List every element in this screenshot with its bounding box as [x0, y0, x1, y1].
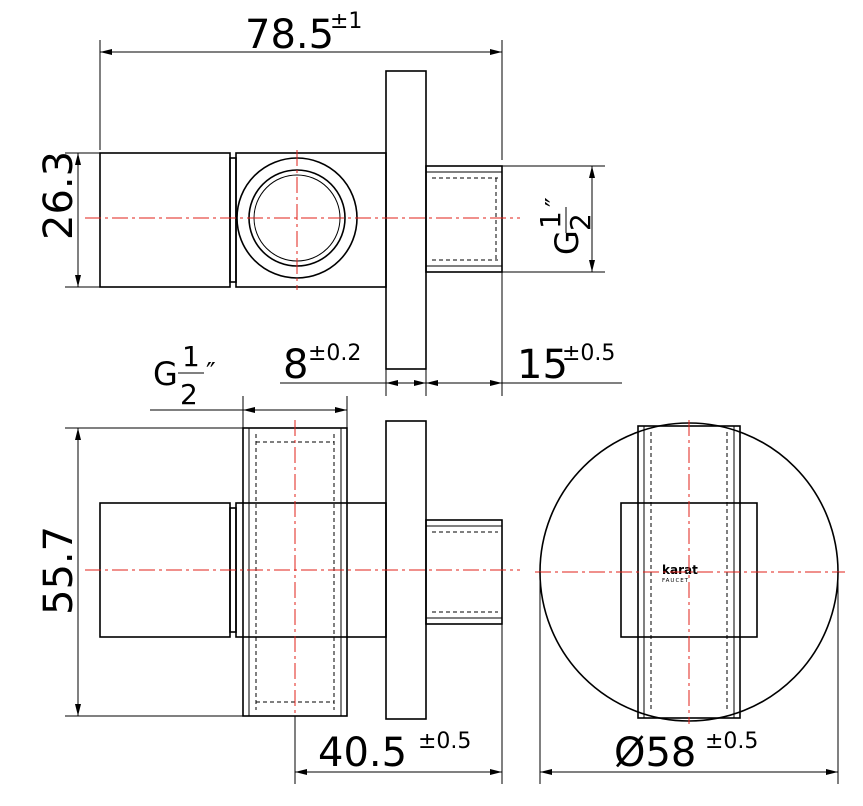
- arrow: [826, 769, 838, 775]
- arrow: [490, 380, 502, 386]
- arrow: [75, 704, 81, 716]
- dim-thread-top-num: 1: [182, 340, 200, 373]
- dim-thread-side-prefix: G: [548, 230, 586, 255]
- dim-flange-thickness-tol: ±0.2: [308, 341, 361, 366]
- dim-thread-side-num: 1: [534, 211, 567, 229]
- top-thread: [425, 165, 503, 273]
- top-flange: [385, 70, 427, 370]
- dim-total-height: 55.7: [36, 427, 243, 717]
- dim-thread-top-unit: ″: [206, 358, 216, 388]
- arrow: [426, 380, 438, 386]
- arrow: [386, 380, 398, 386]
- dim-thread-top-prefix: G: [153, 355, 178, 393]
- dim-flange-diameter-value: Ø58: [614, 730, 696, 776]
- arrow: [589, 166, 595, 178]
- dim-thread-top-den: 2: [180, 378, 198, 411]
- logo-tagline: FAUCET: [662, 578, 689, 584]
- top-body-gap: [229, 157, 237, 283]
- arrow: [75, 275, 81, 287]
- dim-thread-side-unit: ″: [541, 197, 571, 207]
- dim-thread-length-value: 15: [517, 342, 568, 388]
- top-body-right: [235, 152, 387, 288]
- arrow: [335, 407, 347, 413]
- dim-depth: 40.5 ±0.5: [294, 624, 503, 784]
- arrow: [243, 407, 255, 413]
- dim-body-height: 26.3: [36, 151, 100, 288]
- arrow: [490, 49, 502, 55]
- arrow: [75, 428, 81, 440]
- arrow: [100, 49, 112, 55]
- dim-flange-diameter-tol: ±0.5: [705, 729, 758, 754]
- dim-thread-top: G 1 2 ″: [150, 340, 348, 430]
- dim-overall-length-value: 78.5: [245, 12, 334, 58]
- side-view: karat FAUCET: [535, 420, 845, 724]
- logo-brand: karat: [662, 563, 698, 577]
- arrow: [589, 260, 595, 272]
- dim-overall-length-tol: ±1: [330, 9, 362, 34]
- arrow: [490, 769, 502, 775]
- dim-flange-thickness-value: 8: [283, 342, 308, 388]
- arrow: [540, 769, 552, 775]
- dim-flange-thread: 8 ±0.2 15 ±0.5: [280, 272, 622, 396]
- arrow: [295, 769, 307, 775]
- front-thread: [425, 519, 503, 625]
- dim-overall-length: 78.5 ±1: [99, 9, 503, 160]
- dim-depth-value: 40.5: [318, 730, 407, 776]
- dim-total-height-value: 55.7: [36, 526, 82, 615]
- dim-body-height-value: 26.3: [36, 151, 82, 240]
- arrow: [75, 153, 81, 165]
- dim-depth-tol: ±0.5: [418, 729, 471, 754]
- top-view: [85, 70, 520, 370]
- karat-logo: karat FAUCET: [662, 563, 698, 584]
- dim-thread-side-den: 2: [564, 213, 597, 231]
- dim-thread-side: G 1 2 ″: [502, 165, 605, 273]
- dim-flange-diameter: Ø58 ±0.5: [539, 572, 839, 784]
- dim-thread-length-tol: ±0.5: [562, 341, 615, 366]
- front-view: [85, 420, 520, 722]
- arrow: [414, 380, 426, 386]
- top-body-left: [99, 152, 231, 288]
